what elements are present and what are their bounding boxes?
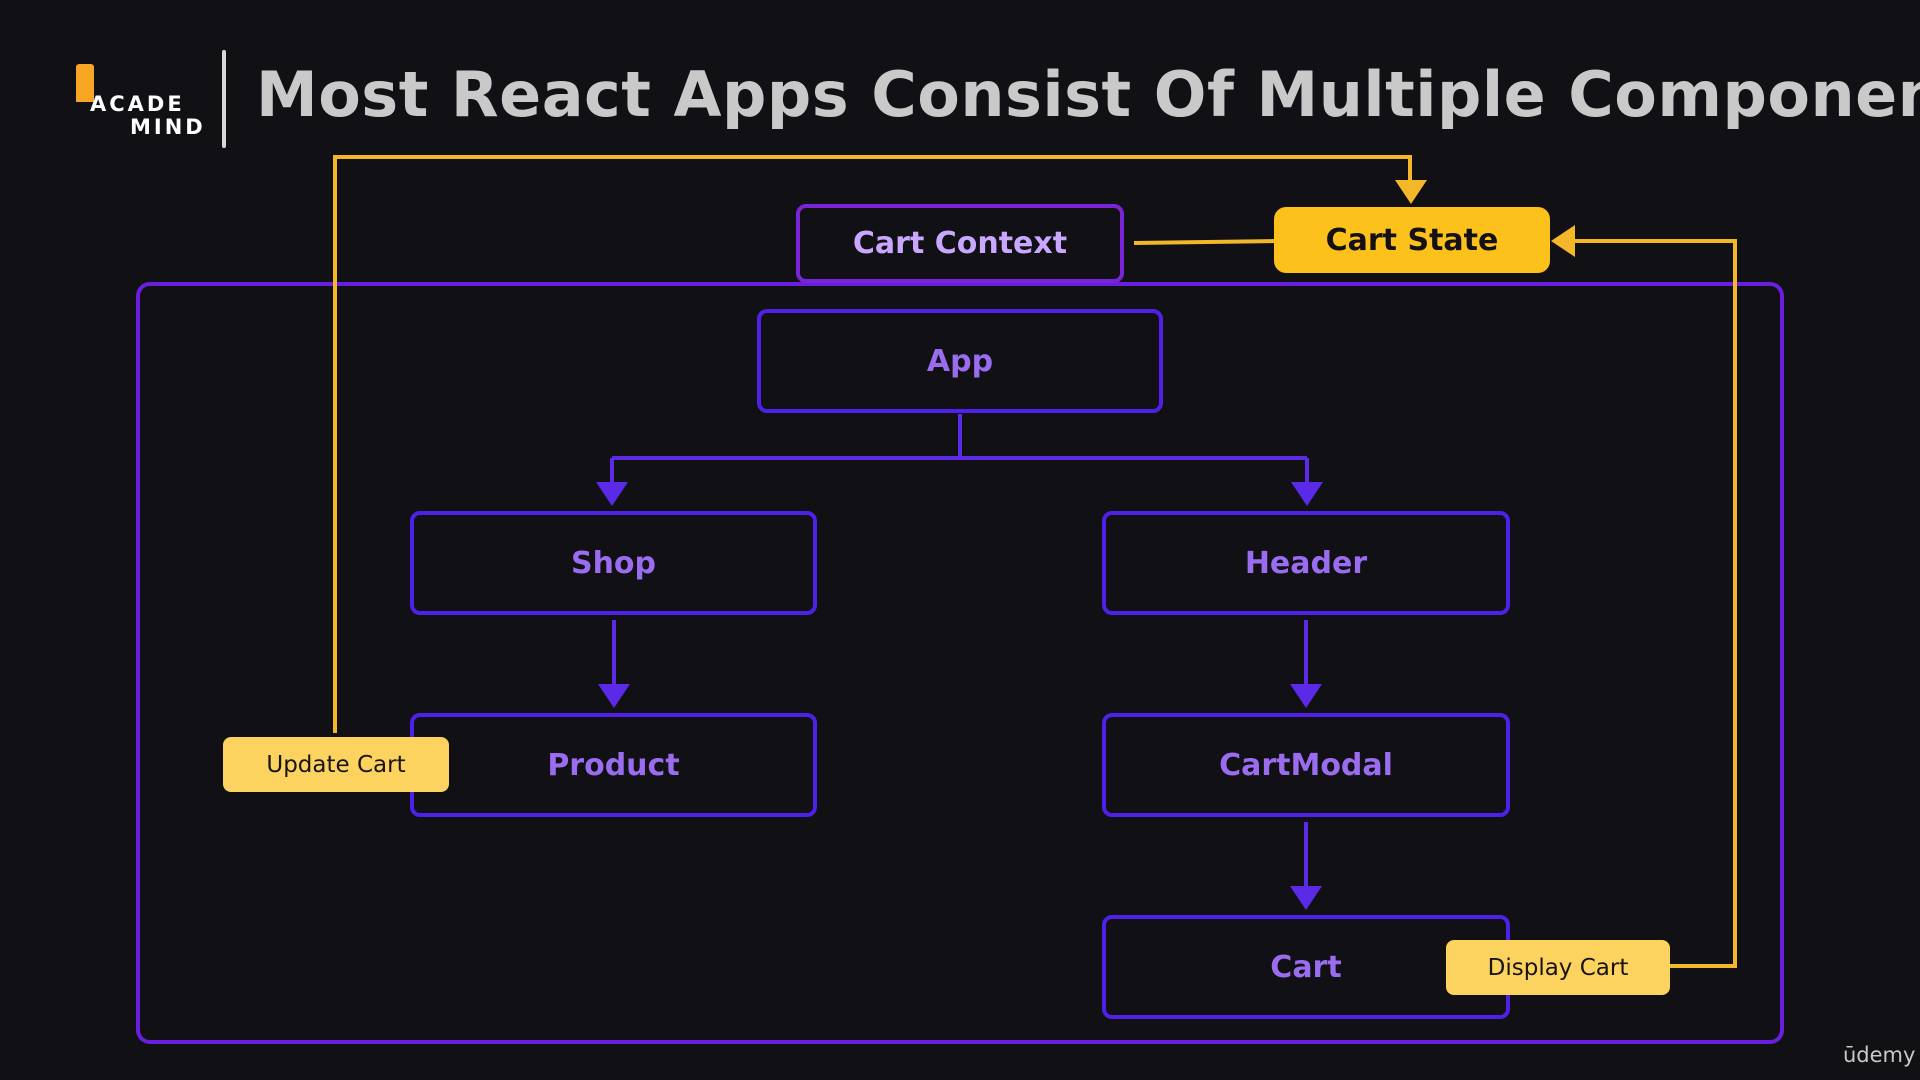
cartmodal-label: CartModal [1219,747,1393,783]
product-label: Product [547,747,680,783]
cart-context-label: Cart Context [852,226,1068,261]
arrow-to-cart-state-top [1395,180,1427,204]
arrow-to-product [598,684,630,708]
display-cart-label: Display Cart [1487,954,1629,981]
header-divider [222,50,226,148]
app-branch-connector [610,414,1309,488]
arrow-to-cart-state-right [1551,225,1575,257]
slide-title: Most React Apps Consist Of Multiple Comp… [256,58,1920,131]
display-cart-connector [1575,239,1737,968]
arrow-to-cartmodal [1290,684,1322,708]
cart-state-node: Cart State [1274,207,1550,273]
logo-text-line2: MIND [130,115,206,139]
header-label: Header [1244,545,1368,581]
logo-mark-icon [76,64,94,102]
cartmodal-node: CartModal [1102,713,1510,817]
update-cart-tag: Update Cart [223,737,449,792]
app-node: App [757,309,1163,413]
arrow-to-shop [596,482,628,506]
shop-node: Shop [410,511,817,615]
app-label: App [926,343,994,379]
arrow-to-cart [1290,886,1322,910]
cart-state-label: Cart State [1325,222,1499,258]
update-cart-connector [333,155,1412,733]
shop-label: Shop [570,545,657,581]
academind-logo: ACADE MIND [72,62,203,142]
arrow-to-header [1291,482,1323,506]
update-cart-label: Update Cart [266,751,406,778]
context-provider-region [136,282,1784,1044]
header-node: Header [1102,511,1510,615]
product-node: Product [410,713,817,817]
logo-text-line1: ACADE [90,92,185,116]
cart-context-node: Cart Context [796,204,1124,283]
cart-label: Cart [1270,949,1342,985]
display-cart-tag: Display Cart [1446,940,1670,995]
slide-header: ACADE MIND Most React Apps Consist Of Mu… [0,0,1920,150]
state-context-connector [1133,239,1277,245]
udemy-watermark: ūdemy [1843,1043,1916,1067]
cart-node: Cart [1102,915,1510,1019]
